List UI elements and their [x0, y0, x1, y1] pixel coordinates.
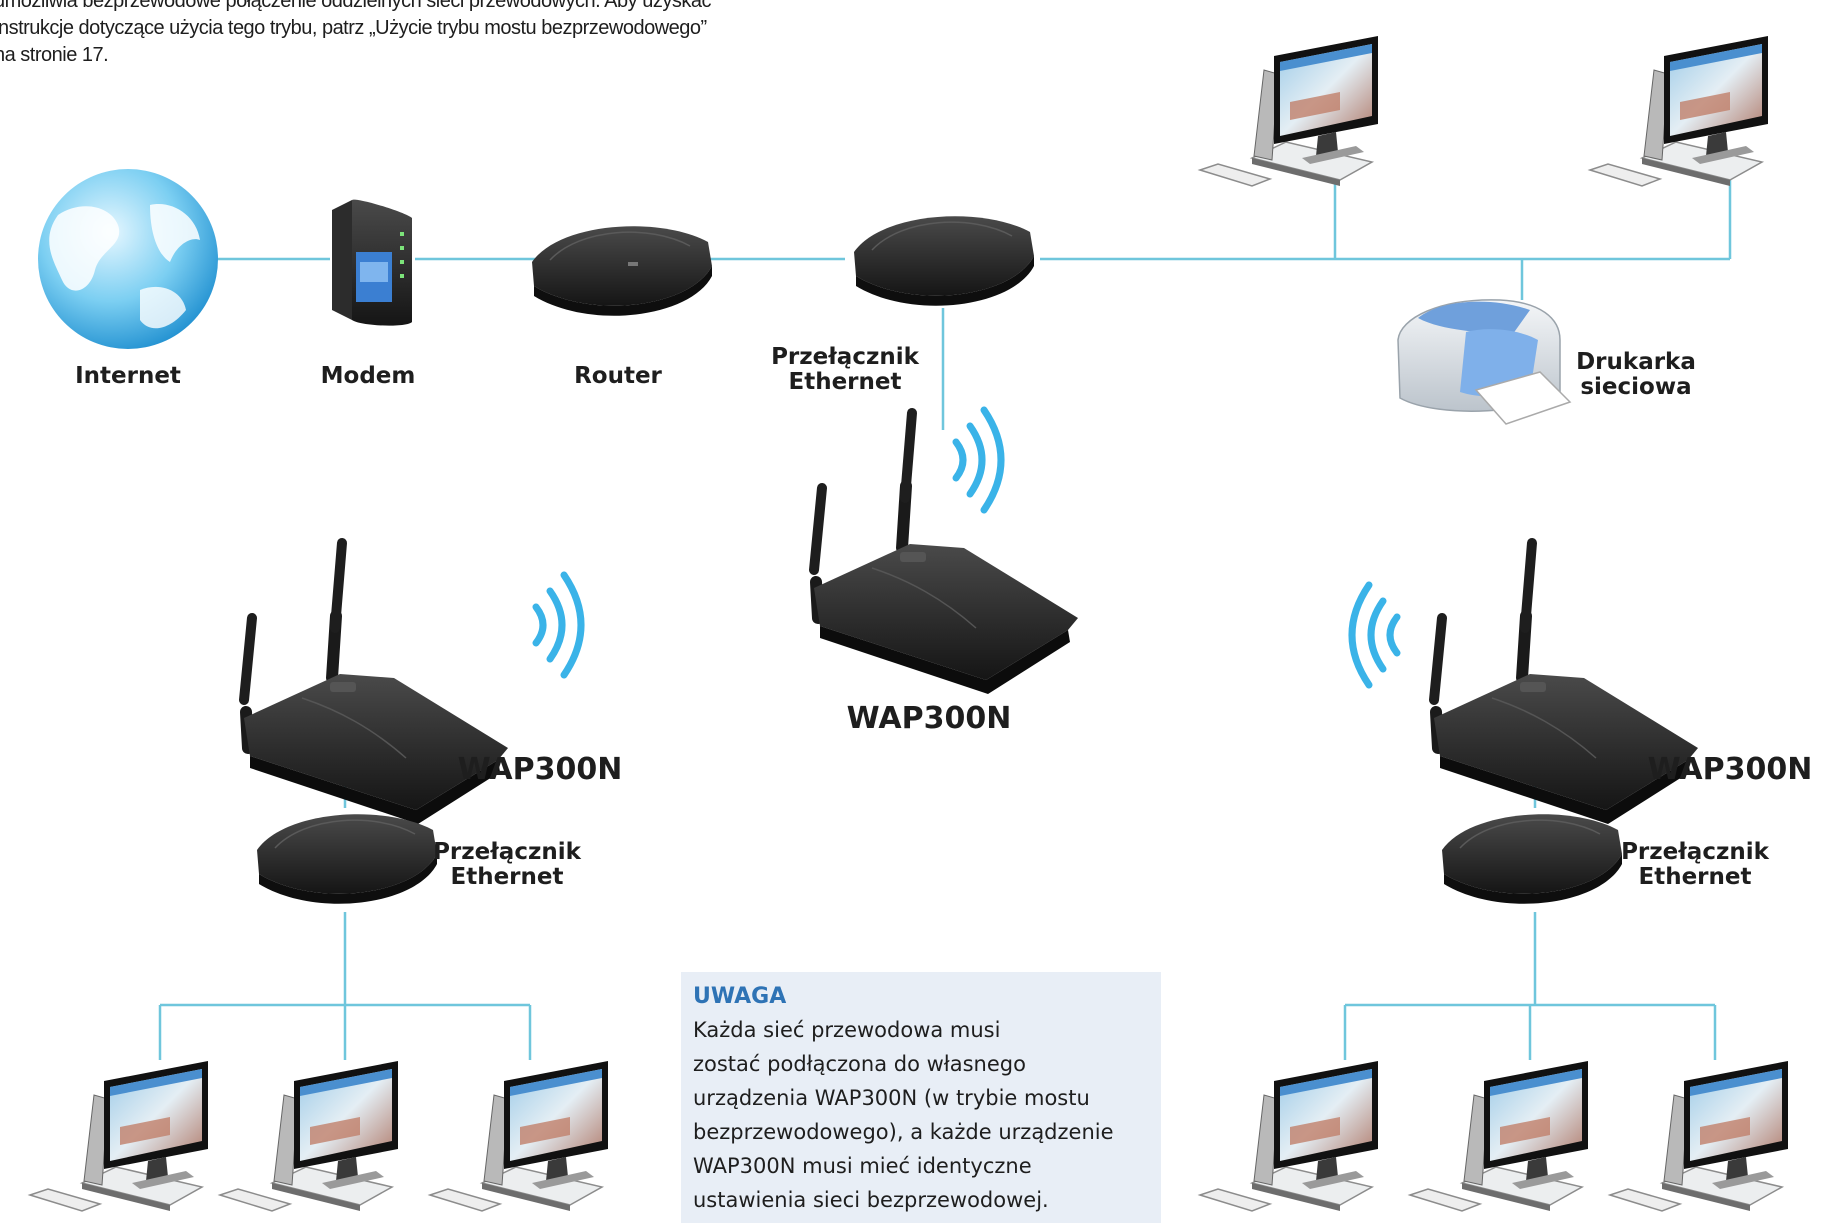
wifi-waves-left — [536, 575, 581, 675]
computer-right-1 — [1199, 1060, 1379, 1212]
intro-line-1: umożliwia bezprzewodowe połączenie oddzi… — [0, 0, 711, 12]
switch-top-label-line2: Ethernet — [789, 369, 902, 395]
computer-right-2 — [1409, 1060, 1589, 1212]
computer-left-2 — [219, 1060, 399, 1212]
internet-label: Internet — [75, 363, 181, 389]
intro-line-2: instrukcje dotyczące użycia tego trybu, … — [0, 17, 707, 39]
switch-top-label-line1: Przełącznik — [771, 344, 920, 370]
note-line-1: Każda sieć przewodowa musi — [693, 1018, 1001, 1042]
switch-right-device — [1441, 813, 1623, 905]
printer-label-line1: Drukarka — [1576, 349, 1696, 375]
note-line-3: urządzenia WAP300N (w trybie mostu — [693, 1086, 1090, 1110]
router-device — [531, 225, 713, 317]
note-body: Każda sieć przewodowa musi zostać podłąc… — [693, 1013, 1149, 1217]
switch-right-label-line1: Przełącznik — [1621, 839, 1770, 865]
computer-top-right — [1589, 35, 1769, 187]
printer-label-line2: sieciowa — [1580, 374, 1691, 400]
network-printer — [1397, 299, 1572, 425]
computer-left-3 — [429, 1060, 609, 1212]
switch-right-label-line2: Ethernet — [1639, 864, 1752, 890]
wap300n-center — [814, 413, 1078, 694]
computer-top-left — [1199, 35, 1379, 187]
wap300n-left-label: WAP300N — [458, 752, 623, 787]
switch-left-label-line2: Ethernet — [451, 864, 564, 890]
computer-left-1 — [29, 1060, 209, 1212]
wifi-waves-right — [1352, 585, 1397, 685]
intro-paragraph: umożliwia bezprzewodowe połączenie oddzi… — [0, 0, 934, 69]
wap300n-center-label: WAP300N — [847, 701, 1012, 736]
internet-globe — [38, 169, 218, 349]
switch-top-device — [853, 215, 1035, 307]
note-line-5: WAP300N musi mieć identyczne — [693, 1154, 1032, 1178]
modem-label: Modem — [321, 363, 416, 389]
intro-line-3: na stronie 17. — [0, 44, 109, 66]
wap300n-right-label: WAP300N — [1648, 752, 1813, 787]
note-line-2: zostać podłączona do własnego — [693, 1052, 1026, 1076]
switch-left-label-line1: Przełącznik — [433, 839, 582, 865]
note-title: UWAGA — [693, 984, 787, 1009]
note-line-4: bezprzewodowego), a każde urządzenie — [693, 1120, 1114, 1144]
wifi-waves-center — [956, 410, 1001, 510]
router-label: Router — [574, 363, 662, 389]
note-box: UWAGA Każda sieć przewodowa musi zostać … — [681, 972, 1161, 1223]
note-line-6: ustawienia sieci bezprzewodowej. — [693, 1188, 1049, 1212]
modem-device — [332, 199, 412, 326]
computer-right-3 — [1609, 1060, 1789, 1212]
switch-left-device — [256, 813, 438, 905]
